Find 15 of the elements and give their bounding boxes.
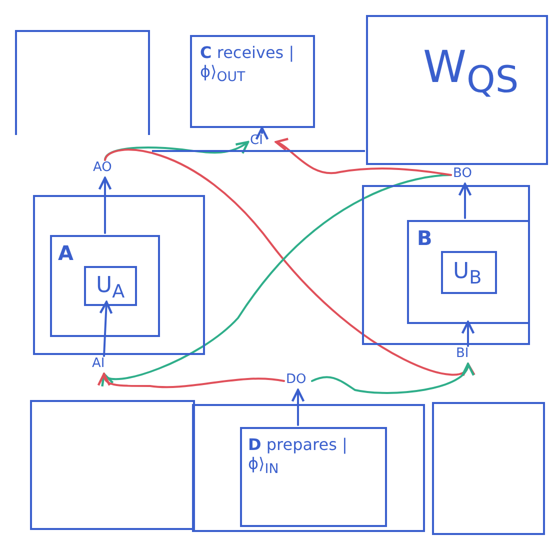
region-box	[366, 15, 548, 165]
region-box	[432, 402, 545, 535]
arrow	[255, 126, 269, 140]
process-box	[240, 427, 387, 527]
region-box	[30, 400, 195, 530]
region-title: W$_{QS}$	[423, 42, 519, 102]
region-box	[15, 30, 150, 135]
box-heading: A	[58, 241, 74, 265]
port-label: AI	[92, 356, 105, 372]
process-box	[190, 35, 315, 128]
arrow	[291, 388, 305, 426]
region-box	[192, 404, 425, 532]
box-text: D prepares |ϕ⟩$_{IN}$	[248, 435, 348, 478]
box-text: C receives |ϕ⟩$_{OUT}$	[200, 43, 296, 86]
port-label: CI	[250, 133, 263, 149]
